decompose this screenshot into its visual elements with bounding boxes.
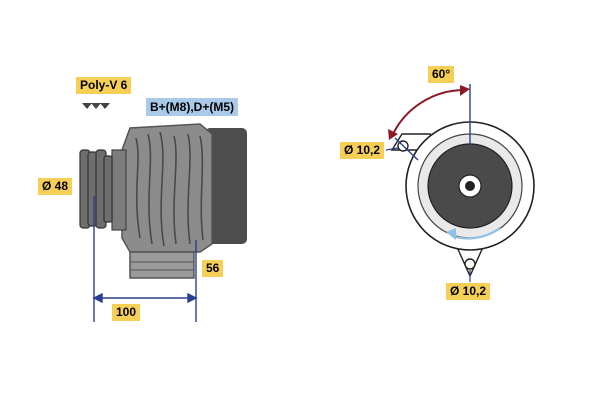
mount-foot [129,251,195,279]
shaft-inner [465,181,475,191]
top-hole-diameter-label: Ø 10,2 [340,142,385,159]
front-view [390,121,535,278]
poly-v-belt-icon [82,103,110,109]
leader-lines [385,147,471,282]
dimension-lines-side [92,196,198,322]
pulley [79,149,113,229]
terminals-label: B+(M8),D+(M5) [146,98,239,116]
front-flange [111,149,127,231]
mount-width-label: 56 [202,260,224,277]
main-body [121,123,213,253]
bottom-mount-hole [464,258,476,270]
rear-housing [205,128,247,244]
angle-label: 60° [428,66,455,83]
body-length-label: 100 [112,304,141,321]
belt-type-label: Poly-V 6 [76,77,132,94]
dimension-lines-front [388,84,471,161]
cooling-fins [135,131,204,247]
bottom-hole-diameter-label: Ø 10,2 [446,283,491,300]
rotation-arrow-icon [446,227,501,240]
side-view [79,123,247,279]
pulley-diameter-label: Ø 48 [38,178,73,195]
